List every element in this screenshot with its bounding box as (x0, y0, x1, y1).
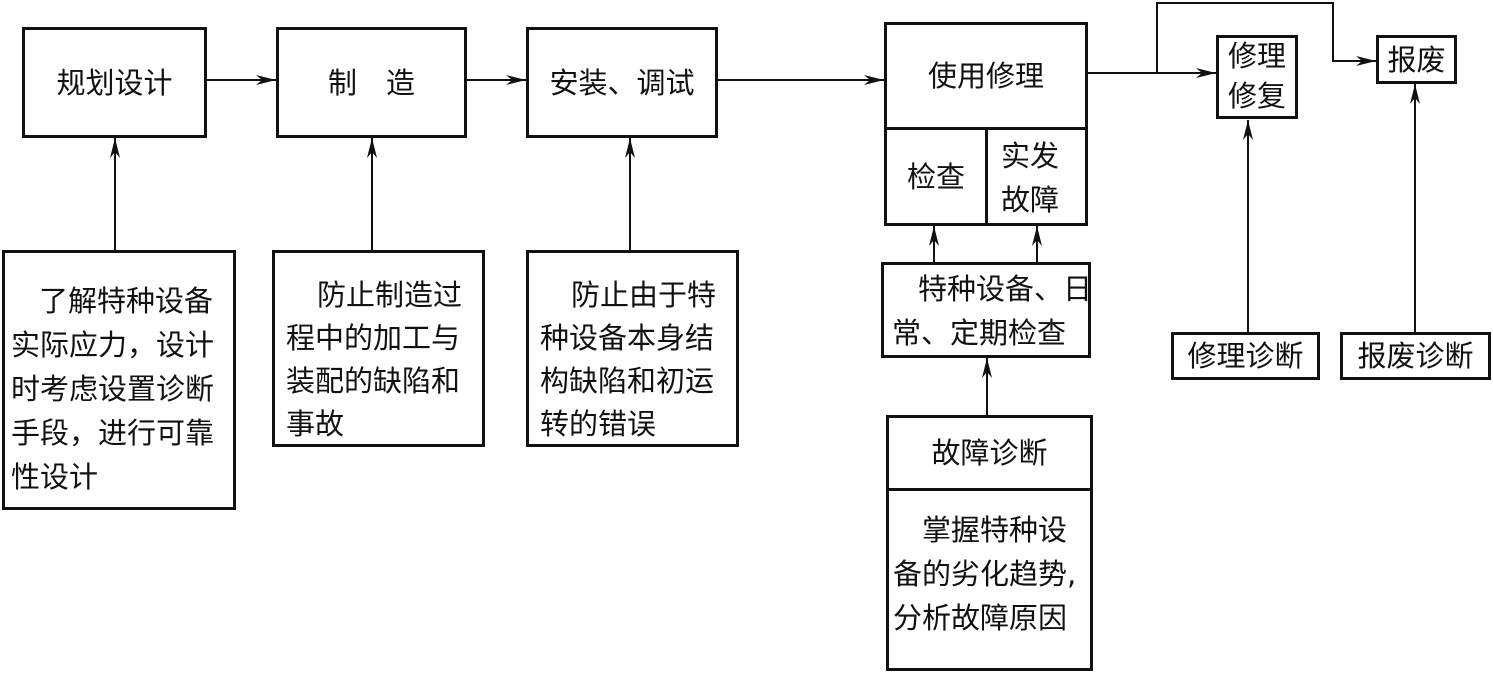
install-note-box: 防止由于特 种设备本身结 构缺陷和初运 转的错误 (526, 250, 739, 447)
manufacture-note-line-3: 装配的缺陷和 (286, 364, 461, 398)
planning-note-box: 了解特种设备 实际应力，设计 时考虑设置诊断 手段，进行可靠 性设计 (2, 250, 236, 510)
repair-diag-box: 修理诊断 (1171, 332, 1320, 380)
sudden-fault-line-2: 故障 (1001, 183, 1060, 217)
install-label: 安装、调试 (549, 65, 695, 100)
repair-restore-line-2: 修复 (1228, 79, 1287, 113)
repair-diag-label: 修理诊断 (1187, 339, 1304, 373)
scrap-diag-box: 报废诊断 (1340, 332, 1491, 380)
manufacture-note-box: 防止制造过 程中的加工与 装配的缺陷和 事故 (272, 250, 485, 447)
scrap-box: 报废 (1376, 35, 1457, 84)
inspect-label: 检查 (906, 160, 965, 194)
divider-vertical (985, 127, 988, 224)
fault-note-line-1: 掌握特种设 (922, 513, 1068, 547)
use-repair-box: 使用修理 检查 实发 故障 (884, 22, 1088, 226)
inspect-cell: 检查 (887, 130, 985, 224)
planning-label: 规划设计 (56, 65, 173, 100)
sudden-fault-line-1: 实发 (1001, 139, 1060, 173)
repair-restore-box: 修理 修复 (1216, 35, 1298, 119)
install-box: 安装、调试 (526, 27, 718, 138)
install-note-line-3: 构缺陷和初运 (540, 364, 715, 398)
fault-diag-label: 故障诊断 (931, 436, 1048, 470)
planning-note-line-4: 手段，进行可靠 (11, 416, 215, 450)
manufacture-note-line-1: 防止制造过 (317, 278, 463, 312)
manufacture-note-line-2: 程中的加工与 (286, 321, 461, 355)
planning-note-line-3: 时考虑设置诊断 (11, 372, 215, 406)
planning-note-line-1: 了解特种设备 (39, 284, 214, 318)
sudden-fault-cell: 实发 故障 (988, 130, 1085, 224)
routine-check-line-2: 常、定期检查 (892, 316, 1067, 350)
install-note-line-1: 防止由于特 (571, 278, 717, 312)
fault-note-line-3: 分析故障原因 (893, 601, 1068, 635)
fault-diag-box: 故障诊断 掌握特种设 备的劣化趋势, 分析故障原因 (886, 415, 1093, 671)
routine-check-box: 特种设备、日 常、定期检查 (881, 262, 1093, 358)
repair-restore-line-1: 修理 (1228, 39, 1287, 73)
fault-note-line-2: 备的劣化趋势, (893, 557, 1077, 591)
install-note-line-2: 种设备本身结 (540, 321, 715, 355)
manufacture-label: 制 造 (327, 65, 415, 100)
fault-diag-divider (889, 488, 1090, 491)
install-note-line-4: 转的错误 (540, 407, 657, 441)
arrow-to-scrap (1156, 2, 1376, 73)
planning-note-line-2: 实际应力，设计 (11, 328, 215, 362)
planning-box: 规划设计 (22, 27, 207, 138)
manufacture-box: 制 造 (276, 27, 467, 138)
scrap-diag-label: 报废诊断 (1357, 339, 1474, 373)
use-repair-label: 使用修理 (927, 59, 1044, 93)
manufacture-note-line-4: 事故 (286, 407, 345, 441)
scrap-label: 报废 (1387, 42, 1446, 77)
planning-note-line-5: 性设计 (11, 460, 99, 494)
routine-check-line-1: 特种设备、日 (918, 272, 1093, 306)
